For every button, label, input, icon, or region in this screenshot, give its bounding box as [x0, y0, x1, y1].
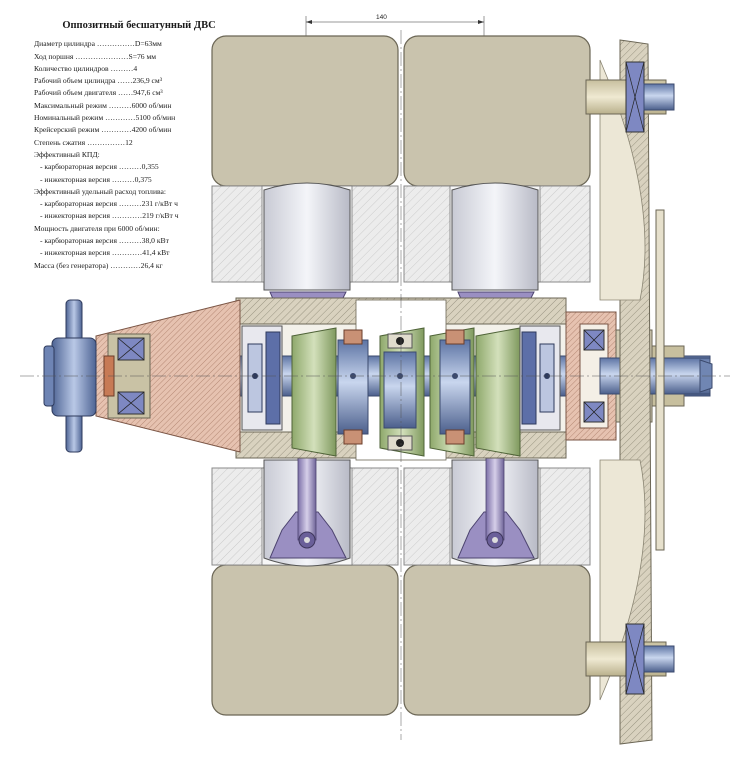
spec-label: - инжекторная версия ………… — [40, 248, 143, 258]
spec-row: Крейсерский режим …………4200 об/мин — [34, 124, 244, 136]
dimension-140 — [305, 16, 485, 40]
spec-row: Диаметр цилиндра ……………D=63мм — [34, 38, 244, 50]
spec-value: 26,4 кг — [140, 260, 163, 270]
spec-value: 0,375 — [134, 174, 152, 184]
spec-label: - инжекторная версия ………… — [40, 211, 143, 221]
spec-value: 236,9 см³ — [132, 76, 162, 86]
spec-row: Ход поршня …………………S=76 мм — [34, 51, 244, 63]
crank-journals — [337, 329, 471, 451]
lower-accessory-shaft — [585, 623, 675, 695]
spec-row: Количество цилиндров ………4 — [34, 63, 244, 75]
spec-value: 4200 об/мин — [131, 125, 172, 135]
spec-value: S=76 мм — [128, 51, 157, 61]
spec-label: Ход поршня ………………… — [34, 51, 129, 61]
spec-label: Рабочий объем двигателя …… — [34, 88, 134, 98]
spec-row: - карбюраторная версия ………231 г/кВт ч — [34, 198, 244, 210]
spec-label: Мощность двигателя при 6000 об/мин: — [34, 223, 160, 233]
dimension-label: 140 — [376, 14, 387, 21]
spec-value: 5100 об/мин — [135, 113, 176, 123]
spec-row: - инжекторная версия …………41,4 кВт — [34, 247, 244, 259]
spec-row: Рабочий объем цилиндра ……236,9 см³ — [34, 75, 244, 87]
spec-table: Оппозитный бесшатунный ДВС Диаметр цилин… — [34, 20, 244, 272]
spec-row: Номинальный режим …………5100 об/мин — [34, 112, 244, 124]
spec-row: - карбюраторная версия ………38,0 кВт — [34, 235, 244, 247]
spec-value: 6000 об/мин — [131, 100, 172, 110]
spec-label: - карбюраторная версия ……… — [40, 236, 142, 246]
spec-row: - инжекторная версия …………219 г/кВт ч — [34, 210, 244, 222]
spec-value: 231 г/кВт ч — [141, 199, 178, 209]
spec-label: Эффективный КПД: — [34, 149, 100, 159]
right-cover-plate — [599, 39, 665, 745]
spec-value: 4 — [133, 63, 138, 73]
spec-label: Диаметр цилиндра …………… — [34, 39, 135, 49]
spec-row: Максимальный режим ………6000 об/мин — [34, 100, 244, 112]
spec-label: Крейсерский режим ………… — [34, 125, 132, 135]
spec-value: 219 г/кВт ч — [142, 211, 179, 221]
spec-row: Эффективный КПД: — [34, 149, 244, 161]
spec-label: Номинальный режим ………… — [34, 113, 136, 123]
spec-label: Количество цилиндров ……… — [34, 63, 134, 73]
spec-value: 0,355 — [141, 162, 159, 172]
main-bearings — [241, 325, 561, 431]
spec-label: - инжекторная версия ……… — [40, 174, 135, 184]
spec-value: D=63мм — [134, 39, 162, 49]
spec-row: Степень сжатия ……………12 — [34, 137, 244, 149]
spec-value: 947,6 см³ — [133, 88, 163, 98]
spec-label: Масса (без генератора) ………… — [34, 260, 141, 270]
spec-value: 38,0 кВт — [141, 236, 169, 246]
spec-label: Рабочий объем цилиндра …… — [34, 76, 133, 86]
lower-cylinder-heads — [211, 564, 591, 716]
spec-value: 12 — [125, 137, 133, 147]
spec-value: 41,4 кВт — [142, 248, 170, 258]
flywheel — [43, 299, 97, 453]
upper-accessory-shaft — [585, 61, 675, 133]
spec-label: - карбюраторная версия ……… — [40, 199, 142, 209]
spec-row: - инжекторная версия ………0,375 — [34, 174, 244, 186]
spec-label: Степень сжатия …………… — [34, 137, 126, 147]
spec-row: Рабочий объем двигателя ……947,6 см³ — [34, 87, 244, 99]
spec-label: Эффективный удельный расход топлива: — [34, 186, 166, 196]
spec-row: Масса (без генератора) …………26,4 кг — [34, 260, 244, 272]
spec-title: Оппозитный бесшатунный ДВС — [62, 20, 216, 31]
spec-row: Мощность двигателя при 6000 об/мин: — [34, 223, 244, 235]
spec-row: Эффективный удельный расход топлива: — [34, 186, 244, 198]
spec-label: - карбюраторная версия ……… — [40, 162, 142, 172]
spec-label: Максимальный режим ……… — [34, 100, 132, 110]
spec-row: - карбюраторная версия ………0,355 — [34, 161, 244, 173]
centerline — [20, 30, 730, 740]
upper-cylinder-heads — [211, 35, 591, 187]
